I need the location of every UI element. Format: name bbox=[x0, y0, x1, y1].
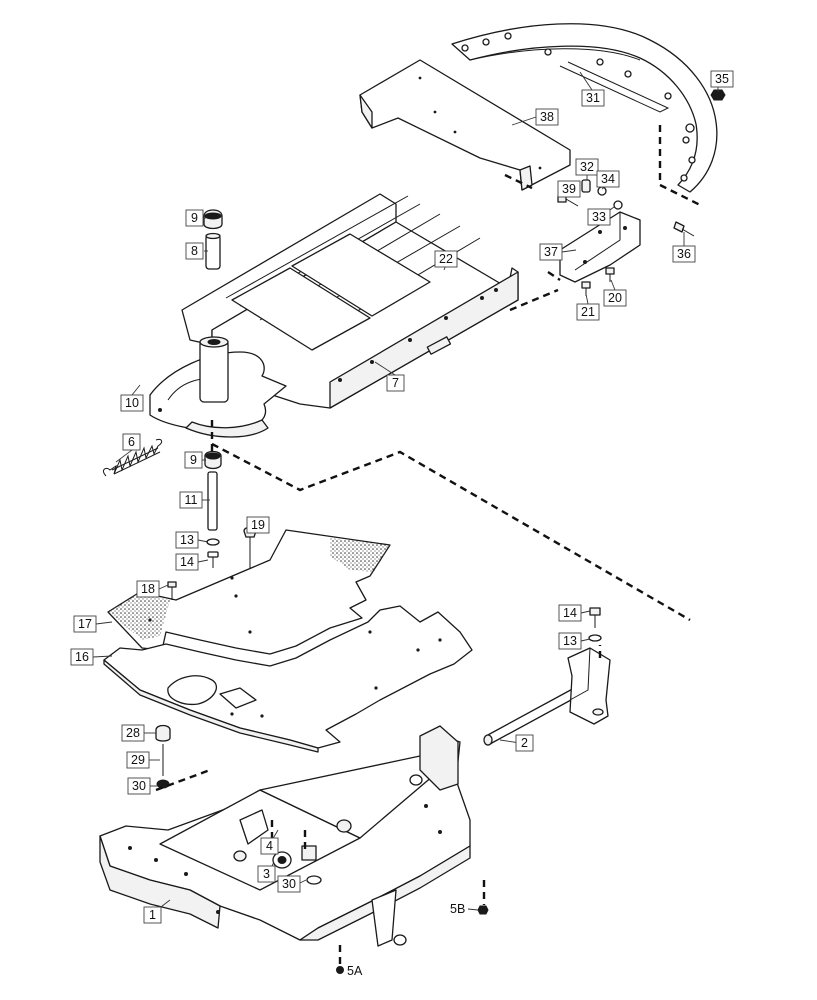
spring-part-6 bbox=[103, 439, 163, 477]
callout-35: 35 bbox=[710, 70, 734, 88]
callout-19: 19 bbox=[246, 516, 270, 534]
svg-text:35: 35 bbox=[715, 72, 729, 86]
pivot-pin-upper bbox=[203, 209, 223, 270]
svg-text:39: 39 bbox=[562, 182, 576, 196]
label-5b: 5B bbox=[450, 902, 465, 916]
callout-13-right: 13 bbox=[558, 632, 582, 650]
callout-2: 2 bbox=[515, 734, 534, 752]
callout-36: 36 bbox=[672, 245, 696, 263]
svg-text:14: 14 bbox=[563, 606, 577, 620]
svg-text:10: 10 bbox=[125, 396, 139, 410]
svg-text:28: 28 bbox=[126, 726, 140, 740]
callout-37: 37 bbox=[539, 243, 563, 261]
svg-text:22: 22 bbox=[439, 252, 453, 266]
screw-part-18 bbox=[167, 581, 177, 600]
callout-17: 17 bbox=[73, 615, 97, 633]
svg-text:11: 11 bbox=[185, 493, 198, 507]
svg-text:38: 38 bbox=[540, 110, 554, 124]
svg-text:32: 32 bbox=[580, 160, 594, 174]
svg-text:30: 30 bbox=[132, 779, 146, 793]
svg-text:33: 33 bbox=[592, 210, 606, 224]
svg-text:4: 4 bbox=[266, 839, 273, 853]
callout-21: 21 bbox=[576, 303, 600, 321]
callout-28: 28 bbox=[121, 724, 145, 742]
svg-text:31: 31 bbox=[586, 91, 600, 105]
callout-16: 16 bbox=[70, 648, 94, 666]
svg-text:6: 6 bbox=[128, 435, 135, 449]
callout-14-left: 14 bbox=[175, 553, 199, 571]
svg-text:8: 8 bbox=[191, 244, 198, 258]
pin-5b bbox=[477, 905, 489, 915]
svg-text:9: 9 bbox=[191, 211, 198, 225]
svg-text:37: 37 bbox=[544, 245, 558, 259]
callout-20: 20 bbox=[603, 289, 627, 307]
assembly-lines bbox=[155, 125, 701, 968]
svg-text:13: 13 bbox=[563, 634, 577, 648]
svg-text:17: 17 bbox=[78, 617, 92, 631]
floor-mat-part-17 bbox=[107, 529, 391, 655]
svg-text:36: 36 bbox=[677, 247, 691, 261]
callout-3: 3 bbox=[257, 865, 276, 883]
bumper-part-31 bbox=[451, 23, 718, 193]
callout-14-right: 14 bbox=[558, 604, 582, 622]
callout-7: 7 bbox=[386, 374, 405, 392]
svg-text:3: 3 bbox=[263, 867, 270, 881]
svg-text:13: 13 bbox=[180, 533, 194, 547]
label-5a: 5A bbox=[347, 964, 363, 978]
svg-text:14: 14 bbox=[180, 555, 194, 569]
callout-18: 18 bbox=[136, 580, 160, 598]
svg-text:20: 20 bbox=[608, 291, 622, 305]
callout-8: 8 bbox=[185, 242, 204, 260]
seat-plate-part-38 bbox=[359, 59, 571, 191]
callout-10: 10 bbox=[120, 394, 144, 412]
svg-text:1: 1 bbox=[149, 908, 156, 922]
svg-text:16: 16 bbox=[75, 650, 89, 664]
callout-34: 34 bbox=[596, 170, 620, 188]
svg-text:7: 7 bbox=[392, 376, 399, 390]
svg-text:19: 19 bbox=[251, 518, 265, 532]
seat-frame-part-7 bbox=[181, 193, 519, 409]
pivot-pin-lower bbox=[204, 450, 222, 568]
callout-39: 39 bbox=[557, 180, 581, 198]
callout-38: 38 bbox=[535, 108, 559, 126]
callout-31: 31 bbox=[581, 89, 605, 107]
callout-1: 1 bbox=[143, 906, 162, 924]
callout-4: 4 bbox=[260, 837, 279, 855]
callout-6: 6 bbox=[122, 433, 141, 451]
svg-text:9: 9 bbox=[190, 453, 197, 467]
main-frame-part-1 bbox=[99, 725, 471, 947]
svg-text:29: 29 bbox=[131, 753, 145, 767]
bolt-stack-28-29-30 bbox=[155, 724, 171, 789]
callout-13-left: 13 bbox=[175, 531, 199, 549]
callout-22: 22 bbox=[434, 250, 458, 268]
callout-9-lower: 9 bbox=[184, 451, 203, 469]
svg-text:2: 2 bbox=[521, 736, 528, 750]
axle-part-2 bbox=[483, 607, 611, 746]
svg-text:34: 34 bbox=[601, 172, 615, 186]
bracket-part-37 bbox=[559, 211, 641, 283]
callout-32: 32 bbox=[575, 158, 599, 176]
svg-text:18: 18 bbox=[141, 582, 155, 596]
callout-30-left: 30 bbox=[127, 777, 151, 795]
svg-text:30: 30 bbox=[282, 877, 296, 891]
callout-33: 33 bbox=[587, 208, 611, 226]
callout-11: 11 bbox=[179, 491, 203, 509]
callout-29: 29 bbox=[126, 751, 150, 769]
svg-text:21: 21 bbox=[581, 305, 595, 319]
callout-30-right: 30 bbox=[277, 875, 301, 893]
floor-pan-part-16 bbox=[103, 605, 473, 753]
callout-9-upper: 9 bbox=[185, 209, 204, 227]
pin-5a bbox=[336, 966, 344, 974]
pivot-plate-part-10 bbox=[149, 336, 287, 438]
